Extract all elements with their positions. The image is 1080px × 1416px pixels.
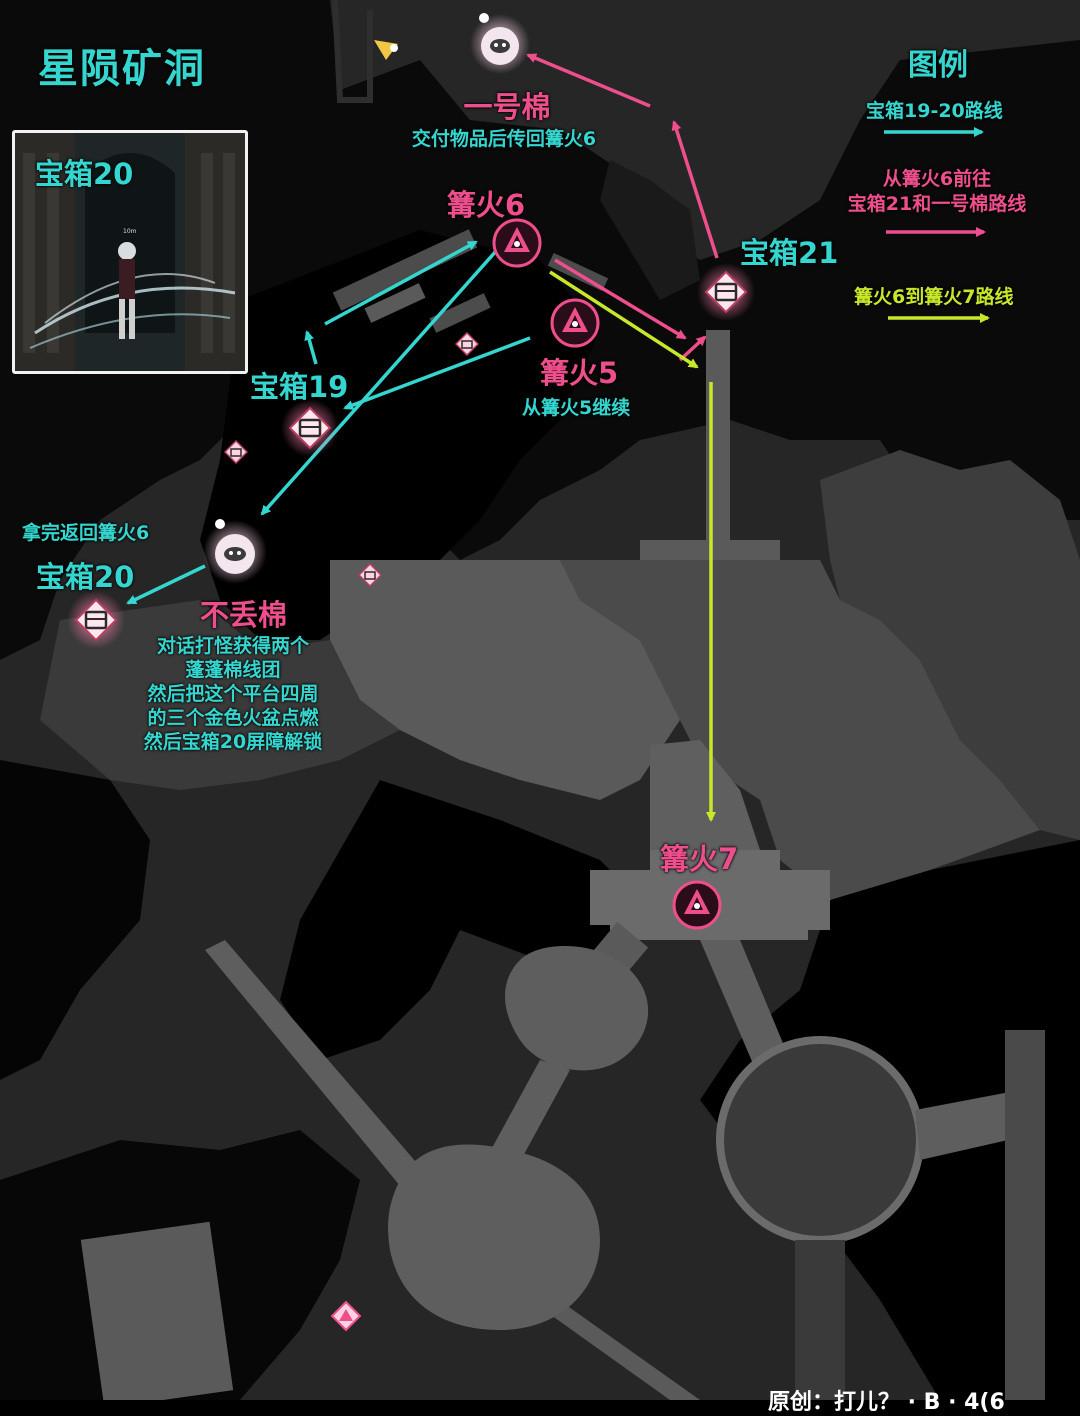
upper-bridge-2 xyxy=(364,283,426,323)
route-pink-21-up xyxy=(671,120,719,259)
corridor-mid xyxy=(480,1060,570,1180)
sheep-npc-icon[interactable] xyxy=(200,516,270,590)
bonfire-icon[interactable] xyxy=(550,298,600,352)
quest-marker-icon[interactable] xyxy=(372,36,402,66)
label-baoxiang21: 宝箱21 xyxy=(740,236,839,270)
label-gouhuo5: 篝火5 xyxy=(540,356,619,390)
arena-bottom-corridor xyxy=(795,1240,845,1400)
circular-arena xyxy=(716,1036,924,1244)
grey-mid-band xyxy=(40,600,400,790)
legend-pink-label-2: 宝箱21和一号棉路线 xyxy=(847,193,1027,215)
note-budiumian-2: 蓬蓬棉线团 xyxy=(185,659,281,681)
upper-bridge-3 xyxy=(429,293,491,333)
path-diag-right xyxy=(700,940,790,1080)
bonfire-icon[interactable] xyxy=(672,880,722,934)
legend-pink-label-1: 从篝火6前往 xyxy=(882,168,992,190)
note-budiumian-5: 然后宝箱20屏障解锁 xyxy=(143,731,323,753)
inset-label: 宝箱20 xyxy=(35,157,134,191)
route-cyan-19-to-6 xyxy=(324,240,478,326)
label-gouhuo6: 篝火6 xyxy=(446,188,526,222)
route-cyan-5-to-19 xyxy=(343,336,531,410)
arena-right-corridor xyxy=(915,1090,1030,1160)
chest-icon[interactable] xyxy=(280,398,340,462)
note-return: 拿完返回篝火6 xyxy=(22,522,150,544)
note-budiumian-3: 然后把这个平台四周 xyxy=(147,683,319,705)
dark-lower-void xyxy=(0,760,150,1080)
note-gouhuo5: 从篝火5继续 xyxy=(522,397,631,419)
chest-icon[interactable] xyxy=(223,439,249,468)
chest-icon[interactable] xyxy=(696,262,756,326)
round-room-top xyxy=(505,946,649,1071)
bonfire-icon[interactable] xyxy=(492,218,542,272)
right-upper-structure xyxy=(600,160,700,300)
route-cyan-6-to-sheep xyxy=(260,248,499,516)
route-pink-to-sheep1 xyxy=(526,53,651,108)
light-plateau-right xyxy=(560,560,1040,900)
inset-screenshot[interactable]: 10m 宝箱20 xyxy=(12,130,248,374)
route-cyan-up xyxy=(304,330,318,365)
bottom-left-room xyxy=(80,1221,234,1400)
route-pink-5-to-21 xyxy=(678,335,707,362)
route-lime-6-to-bridge xyxy=(549,270,699,369)
round-room-mid xyxy=(388,1144,600,1330)
path-center-down xyxy=(650,740,760,850)
path-diag-left xyxy=(205,940,440,1210)
legend-cyan-label: 宝箱19-20路线 xyxy=(866,100,1003,122)
label-baoxiang20: 宝箱20 xyxy=(36,560,135,594)
upper-bridge xyxy=(332,229,478,311)
light-plateau xyxy=(330,560,680,800)
map-title: 星陨矿洞 xyxy=(38,46,206,92)
inset-scene: 10m xyxy=(15,133,245,371)
legend-heading: 图例 xyxy=(908,48,968,83)
path-bottom-diag xyxy=(530,1290,700,1400)
chest-icon[interactable] xyxy=(357,562,383,591)
route-cyan-sheep-to-20 xyxy=(126,564,206,605)
note-budiumian-1: 对话打怪获得两个 xyxy=(156,635,310,657)
note-budiumian-4: 的三个金色火盆点燃 xyxy=(147,707,319,729)
dark-center-void xyxy=(200,230,600,640)
label-yihaomian: 一号棉 xyxy=(463,90,551,124)
label-gouhuo7: 篝火7 xyxy=(660,842,739,876)
chest-icon[interactable] xyxy=(66,590,126,654)
legend-lime-label: 篝火6到篝火7路线 xyxy=(854,286,1014,308)
footer-watermark: 原创：打儿？ · B · 4(6 xyxy=(768,1390,1005,1415)
right-wall-strip xyxy=(1005,1030,1045,1400)
upper-wall xyxy=(332,0,373,103)
route-pink-6-to-21 xyxy=(554,258,687,340)
note-yihaomian: 交付物品后传回篝火6 xyxy=(411,128,597,150)
light-cloud-right xyxy=(820,450,1080,840)
inset-distance: 10m xyxy=(123,228,137,235)
label-budiumian: 不丢棉 xyxy=(200,598,288,632)
label-baoxiang19: 宝箱19 xyxy=(250,370,349,404)
bonfire-icon[interactable] xyxy=(330,1300,362,1336)
dark-mid-void xyxy=(280,780,640,1060)
sheep-npc-icon[interactable] xyxy=(468,10,532,78)
chest-icon[interactable] xyxy=(454,331,480,360)
